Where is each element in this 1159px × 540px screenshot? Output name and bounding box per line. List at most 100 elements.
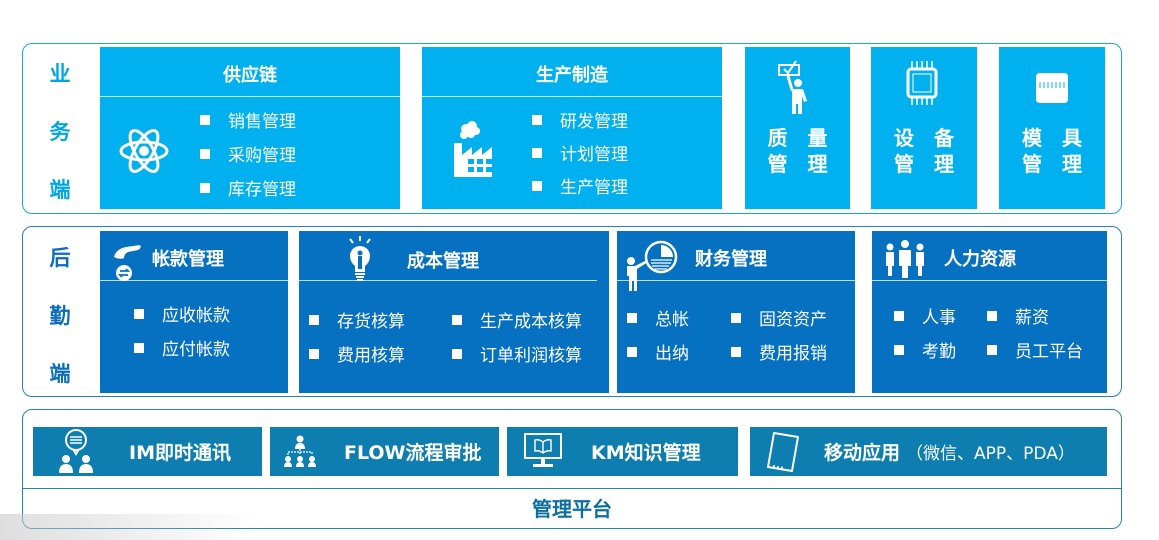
- side-char: 业: [49, 62, 71, 86]
- list-item: 总帐: [627, 305, 689, 330]
- side-char: 端: [49, 178, 71, 202]
- list-item: 应付帐款: [134, 335, 230, 360]
- bullet-icon: [452, 348, 462, 359]
- factory-icon: [454, 121, 492, 177]
- flow-module[interactable]: FLOW流程审批: [270, 427, 499, 476]
- block-title: 帐款管理: [152, 249, 224, 270]
- block-title: 成本管理: [407, 251, 479, 272]
- divider: [100, 96, 400, 97]
- divider: [299, 280, 597, 281]
- bullet-icon: [987, 310, 997, 321]
- bullet-icon: [894, 310, 904, 321]
- mold-block[interactable]: 模具 管理: [999, 47, 1105, 209]
- mold-icon: [1036, 73, 1068, 103]
- hand-money-icon: [114, 245, 141, 281]
- quality-label: 质量 管理: [767, 126, 828, 176]
- bullet-icon: [627, 346, 637, 357]
- list-item: 库存管理: [200, 175, 296, 200]
- hr-block[interactable]: 人力资源 人事 薪资 考勤 员工平台: [872, 231, 1107, 393]
- bullet-icon: [134, 342, 144, 353]
- business-frame: [22, 43, 1122, 214]
- im-module[interactable]: IM即时通讯: [33, 427, 262, 476]
- list-item: 生产管理: [532, 173, 628, 198]
- platform-footer-title: 管理平台: [532, 497, 612, 521]
- list-item: 存货核算: [309, 307, 405, 332]
- side-char: 后: [49, 246, 71, 270]
- module-label: KM知识管理: [591, 442, 701, 464]
- equipment-block[interactable]: 设备 管理: [871, 47, 977, 209]
- block-title: 生产制造: [536, 65, 608, 86]
- bullet-icon: [731, 312, 741, 323]
- presenter-chart-icon: [627, 240, 678, 291]
- divider: [617, 280, 855, 281]
- list-item: 研发管理: [532, 107, 628, 132]
- mold-label: 模具 管理: [1022, 126, 1082, 176]
- bullet-icon: [200, 182, 210, 193]
- block-title: 人力资源: [944, 249, 1016, 270]
- list-item: 采购管理: [200, 141, 296, 166]
- km-module[interactable]: KM知识管理: [507, 427, 738, 476]
- module-note: （微信、APP、PDA）: [906, 444, 1075, 464]
- org-chart-icon: [284, 435, 316, 467]
- block-title: 财务管理: [695, 249, 767, 270]
- list-item: 考勤: [894, 337, 956, 362]
- shadow-decoration: [0, 514, 260, 540]
- bullet-icon: [200, 148, 210, 159]
- divider: [872, 280, 1107, 281]
- bullet-icon: [532, 114, 542, 125]
- bullet-icon: [309, 314, 319, 325]
- list-item: 应收帐款: [134, 301, 230, 326]
- bullet-icon: [987, 344, 997, 355]
- finance-block[interactable]: 财务管理 总帐 固资资产 出纳 费用报销: [617, 231, 855, 393]
- list-item: 订单利润核算: [452, 341, 582, 366]
- module-label: IM即时通讯: [129, 442, 231, 464]
- person-checklist-icon: [778, 60, 807, 114]
- manufacturing-block[interactable]: 生产制造 研发管理 计划管理 生产管理: [422, 47, 722, 209]
- monitor-book-icon: [524, 433, 562, 467]
- divider: [422, 96, 722, 97]
- block-title: 供应链: [223, 65, 277, 86]
- bullet-icon: [200, 114, 210, 125]
- business-side-label: 业 务 端: [24, 58, 96, 204]
- platform-frame: [22, 409, 1122, 529]
- list-item: 员工平台: [987, 337, 1083, 362]
- supply-chain-block[interactable]: 供应链 销售管理 采购管理 库存管理: [100, 47, 400, 209]
- accounts-block[interactable]: 帐款管理 应收帐款 应付帐款: [100, 231, 288, 393]
- cost-block[interactable]: 成本管理 存货核算 生产成本核算 费用核算 订单利润核算: [299, 231, 609, 393]
- bullet-icon: [532, 147, 542, 158]
- module-label: 移动应用: [824, 442, 901, 464]
- side-char: 勤: [49, 304, 71, 328]
- divider: [100, 280, 288, 281]
- list-item: 固资资产: [731, 305, 827, 330]
- bullet-icon: [894, 344, 904, 355]
- bullet-icon: [532, 180, 542, 191]
- list-item: 费用核算: [309, 341, 405, 366]
- module-label: FLOW流程审批: [344, 442, 482, 464]
- list-item: 费用报销: [731, 339, 827, 364]
- bullet-icon: [627, 312, 637, 323]
- list-item: 薪资: [987, 303, 1049, 328]
- list-item: 生产成本核算: [452, 307, 582, 332]
- side-char: 务: [49, 120, 71, 144]
- list-item: 出纳: [627, 339, 689, 364]
- atom-icon: [119, 129, 169, 173]
- people-group-icon: [886, 240, 924, 278]
- bullet-icon: [452, 314, 462, 325]
- mobile-module[interactable]: 移动应用 （微信、APP、PDA）: [750, 427, 1107, 476]
- bullet-icon: [309, 348, 319, 359]
- list-item: 人事: [894, 303, 956, 328]
- list-item: 销售管理: [200, 107, 296, 132]
- quality-block[interactable]: 质量 管理: [745, 47, 850, 209]
- tablet-icon: [767, 432, 799, 472]
- equipment-label: 设备 管理: [894, 126, 954, 176]
- bullet-icon: [134, 308, 144, 319]
- backend-frame: [22, 226, 1122, 397]
- lightbulb-icon: [349, 236, 371, 281]
- bullet-icon: [731, 346, 741, 357]
- chip-icon: [906, 61, 938, 105]
- chat-users-icon: [59, 429, 93, 473]
- list-item: 计划管理: [532, 140, 628, 165]
- side-char: 端: [49, 362, 71, 386]
- platform-divider: [23, 488, 1121, 489]
